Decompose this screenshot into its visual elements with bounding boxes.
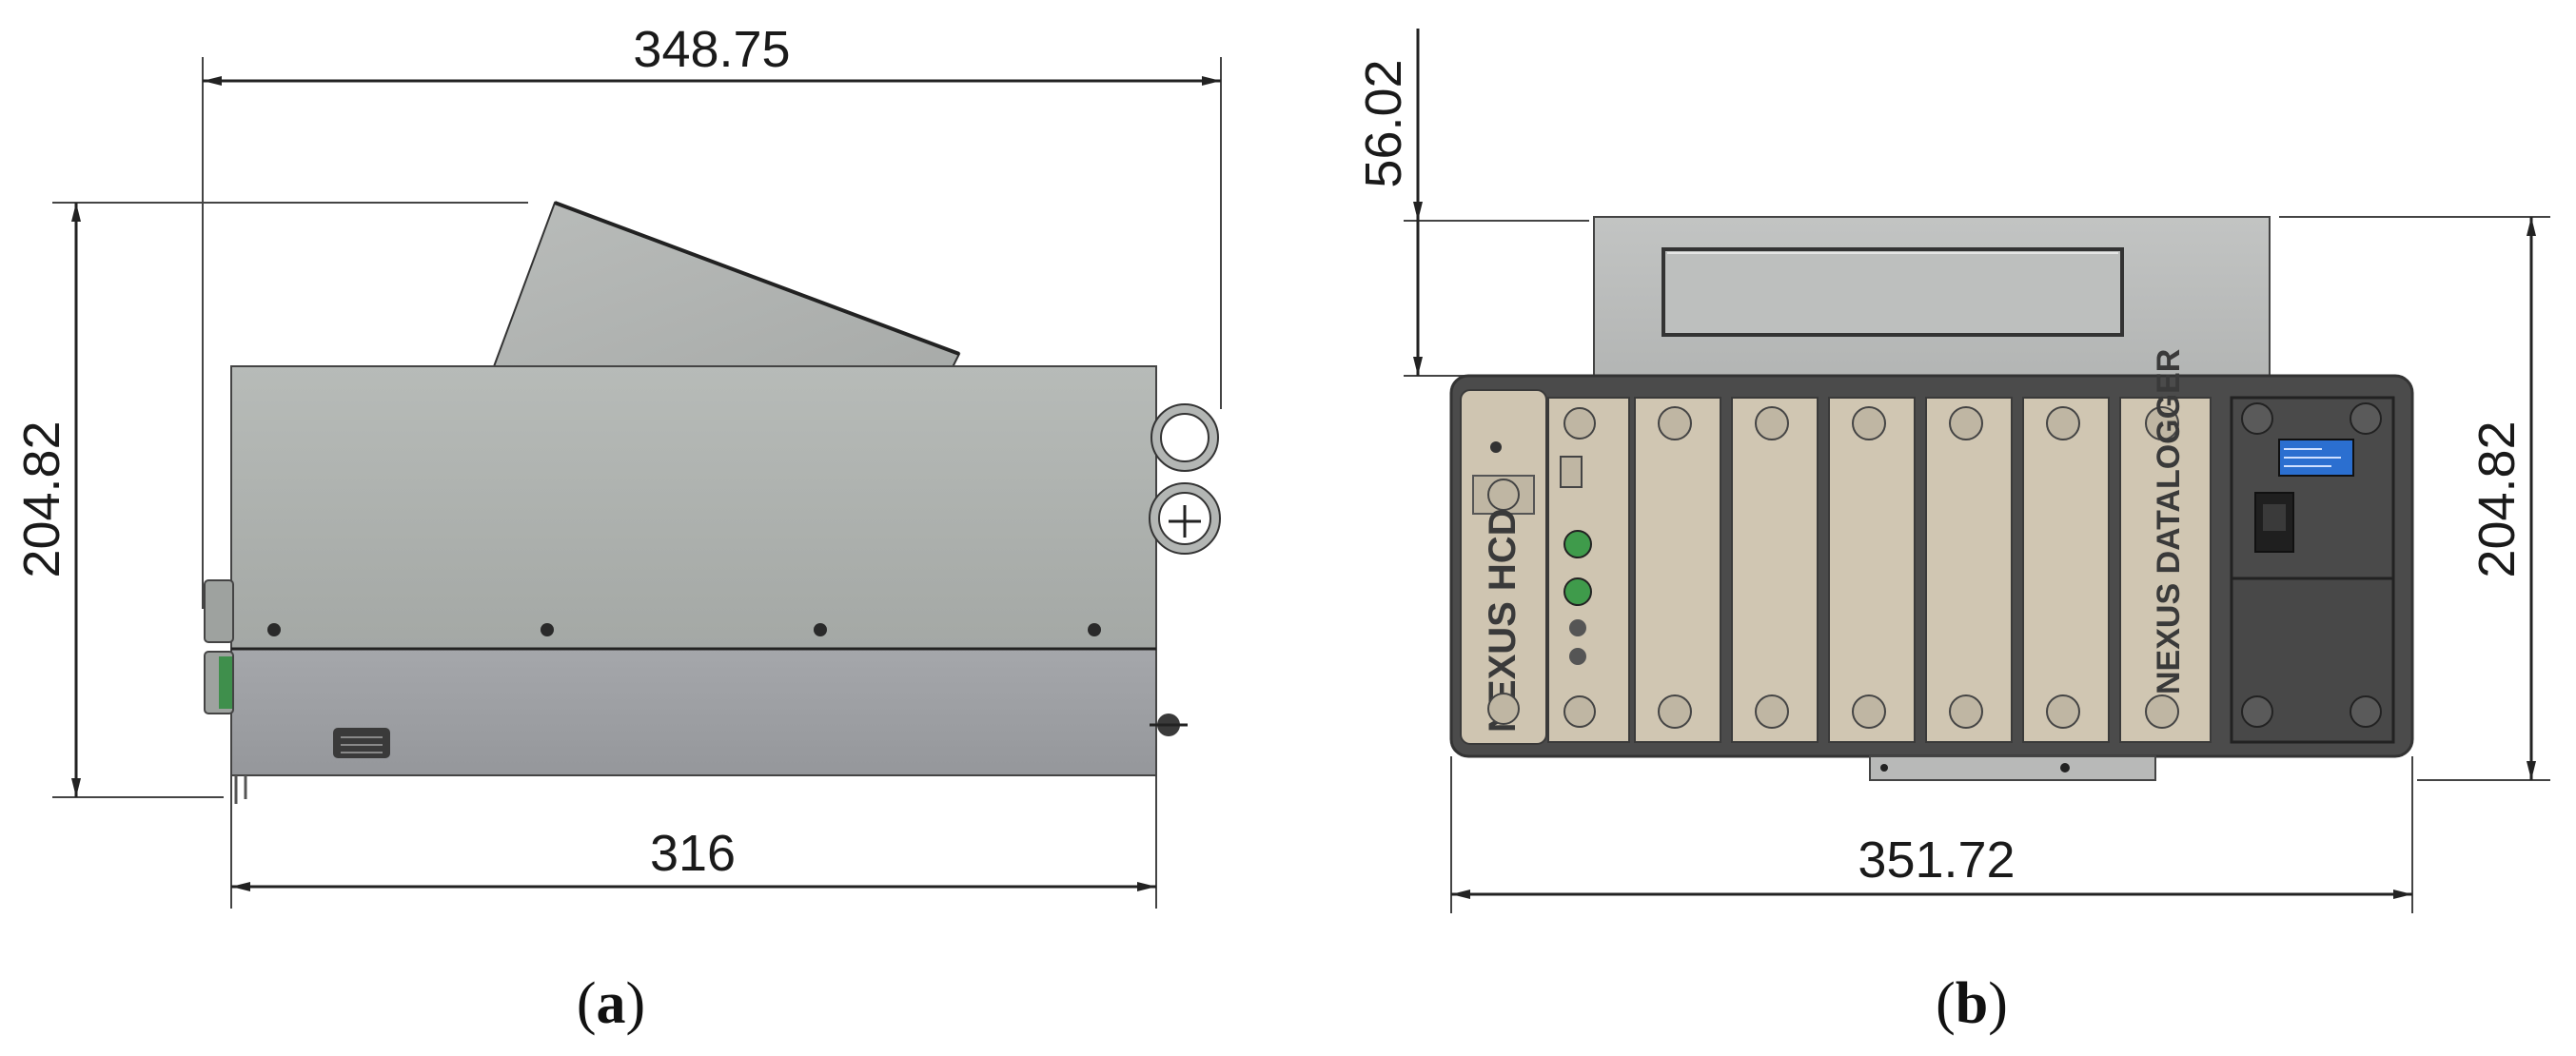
dim-label-316: 316 <box>650 825 736 882</box>
housing-upper <box>230 365 1157 650</box>
screw <box>814 623 827 636</box>
dim-label-351-72: 351.72 <box>1858 831 2015 889</box>
dimension-bottom-width: 351.72 <box>1450 756 2413 913</box>
dim-label-204-82-left: 204.82 <box>13 420 70 577</box>
dim-label-204-82-right: 204.82 <box>2468 420 2526 577</box>
slot <box>1925 397 2013 743</box>
front-view: 56.02 204.82 NEXUS HCD <box>1355 29 2550 1036</box>
screw <box>267 623 281 636</box>
caption-a-letter: a <box>597 971 626 1036</box>
slot <box>1634 397 1721 743</box>
side-handles-right <box>1149 403 1221 736</box>
vent-grille <box>333 728 390 758</box>
power-switch <box>2254 492 2294 553</box>
caption-a: (a) <box>577 971 645 1036</box>
module-datalogger: NEXUS DATALOGGER <box>2119 349 2212 743</box>
caption-b-letter: b <box>1956 971 1988 1036</box>
empty-slots <box>1634 397 2110 743</box>
led-indicator <box>1563 577 1592 606</box>
slot <box>1828 397 1916 743</box>
module-power-display <box>2230 396 2395 744</box>
led-indicator <box>1563 530 1592 558</box>
dimension-top-width: 348.75 <box>202 21 1222 609</box>
module-datalogger-label: NEXUS DATALOGGER <box>2151 349 2187 694</box>
screw <box>1088 623 1101 636</box>
caption-b: (b) <box>1936 971 2008 1036</box>
side-view: 348.75 204.82 <box>13 21 1222 1036</box>
dimension-top-height: 56.02 <box>1355 29 1589 377</box>
bottom-bracket <box>1869 755 2156 781</box>
dim-label-56-02: 56.02 <box>1355 59 1412 187</box>
side-connectors-left <box>204 579 247 804</box>
module-led <box>1547 397 1630 743</box>
display-lid <box>491 201 961 370</box>
dimension-left-height: 204.82 <box>13 202 528 798</box>
display-cover <box>1593 216 2271 380</box>
dimension-bottom-width: 316 <box>230 775 1157 909</box>
screw <box>541 623 554 636</box>
module-hcd: NEXUS HCD <box>1460 389 1547 745</box>
dim-label-348-75: 348.75 <box>633 21 790 78</box>
slot <box>2022 397 2110 743</box>
dimension-right-height: 204.82 <box>2279 216 2550 781</box>
slot <box>1731 397 1819 743</box>
